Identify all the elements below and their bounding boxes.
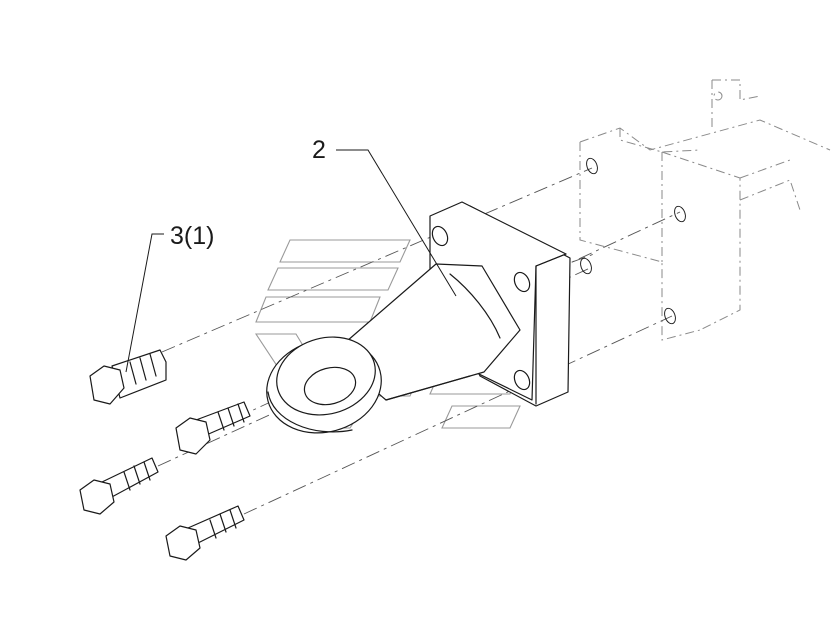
- bolt-4: [165, 505, 245, 561]
- callout-bolt: 3(1): [170, 222, 214, 250]
- leader-line-tow-eye: [336, 149, 457, 297]
- phantom-frame-bracket: [579, 79, 831, 341]
- tow-eye-part: [266, 201, 571, 434]
- bracket-holes: [580, 157, 686, 325]
- callout-tow-eye: 2: [312, 136, 326, 164]
- bolt-2: [175, 401, 251, 455]
- leader-line-bolt: [125, 233, 164, 373]
- bolt-1: [89, 349, 167, 405]
- bolt-3: [79, 457, 159, 515]
